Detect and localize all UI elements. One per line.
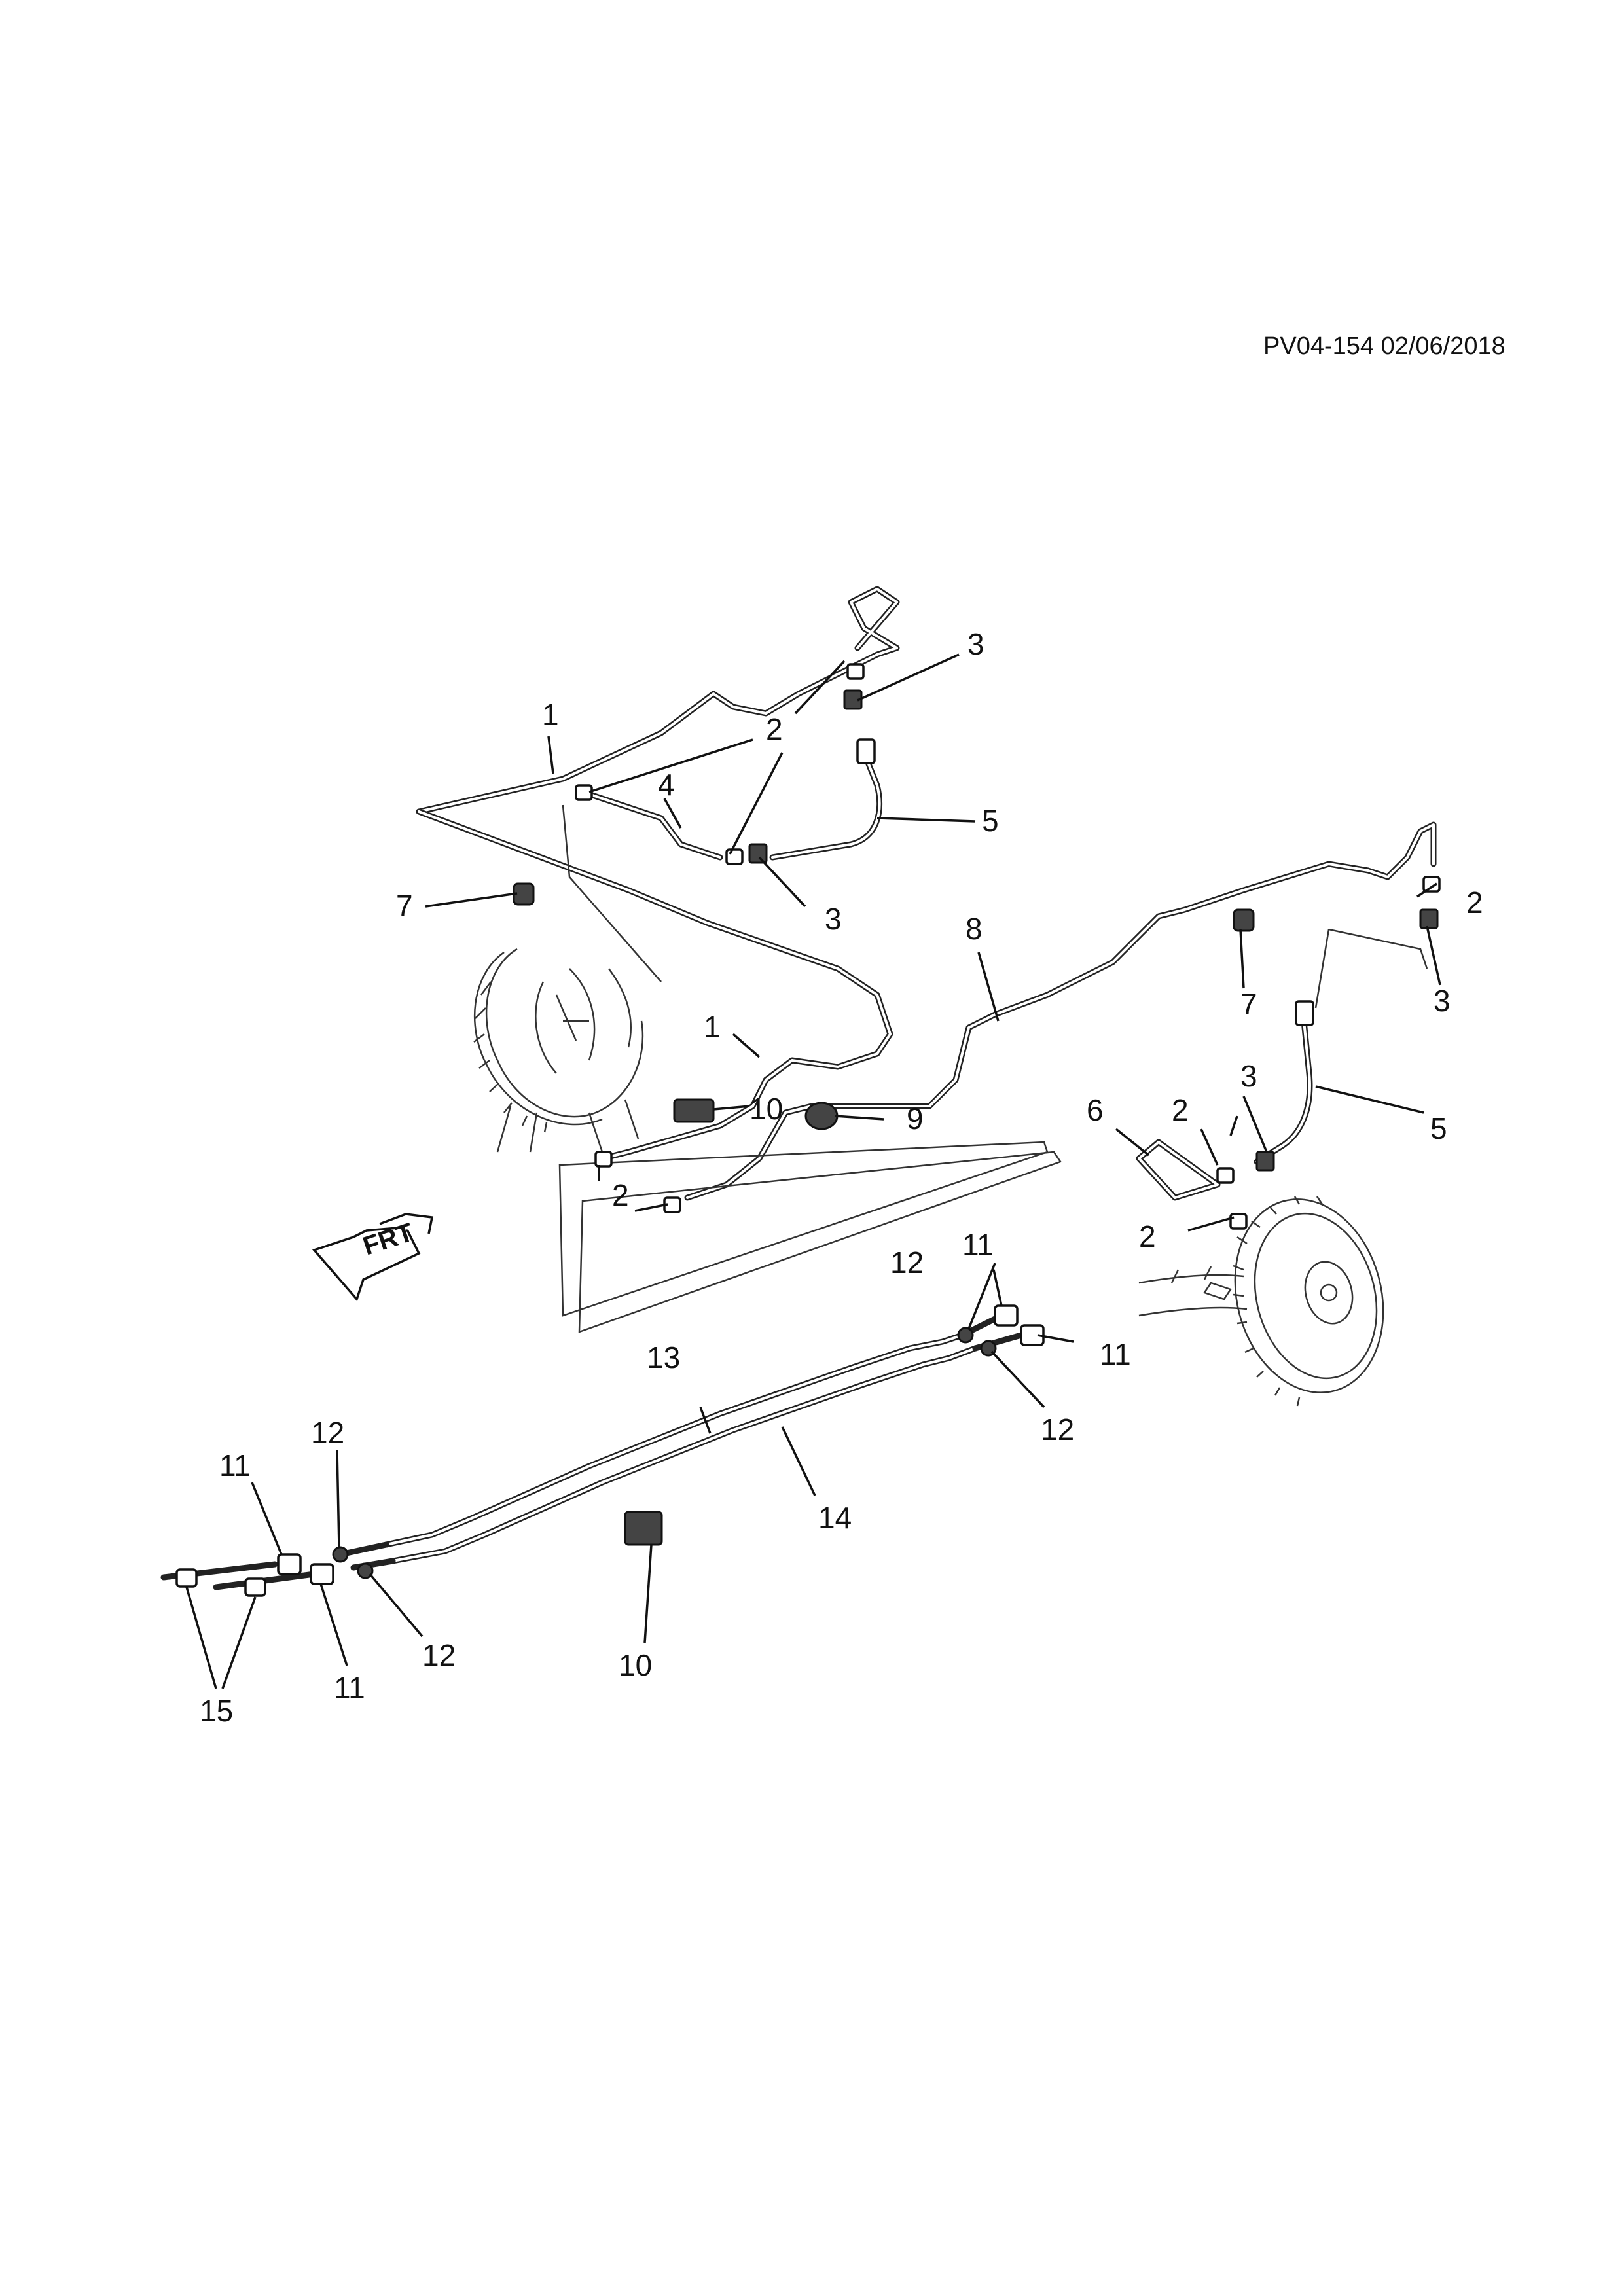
cable-sleeve-11 (310, 1563, 334, 1585)
tube-nut-2 (575, 784, 593, 801)
brake-hose-5-left (769, 749, 883, 861)
callout-10: 10 (619, 1648, 652, 1682)
callout-2: 2 (766, 712, 783, 746)
callout-2: 2 (1466, 886, 1483, 920)
callout-12: 12 (422, 1638, 456, 1672)
callout-1: 1 (542, 698, 559, 732)
callout-13: 13 (647, 1340, 680, 1374)
parking-brake-cables (160, 1312, 1024, 1590)
callout-15: 15 (200, 1694, 233, 1728)
right-brake-drum (1138, 1196, 1384, 1407)
pipe-clip-7 (1233, 908, 1255, 932)
callout-11: 11 (962, 1228, 994, 1262)
cable-sleeve-11 (277, 1553, 302, 1575)
callout-1: 1 (704, 1010, 721, 1044)
cable-retainer-10 (673, 1098, 715, 1123)
tube-nut-2 (1422, 876, 1441, 893)
tube-nut-2 (1229, 1213, 1248, 1230)
cable-sleeve-11 (994, 1304, 1019, 1327)
tube-nut-2 (594, 1151, 613, 1168)
brake-pipe-1-upper (416, 586, 900, 1162)
callout-6: 6 (1087, 1093, 1104, 1127)
cable-end-15 (244, 1577, 266, 1597)
cable-end-15 (175, 1568, 198, 1588)
brake-hose-5-right (1254, 1005, 1313, 1165)
callout-3: 3 (967, 627, 984, 661)
retainer-clip-3 (748, 843, 768, 864)
callout-3: 3 (1240, 1059, 1257, 1093)
callout-3: 3 (825, 902, 842, 936)
callout-8: 8 (965, 912, 983, 946)
tube-nut-2 (725, 848, 744, 865)
callout-2: 2 (612, 1178, 629, 1212)
tube-nut-2 (846, 663, 865, 680)
callout-11: 11 (334, 1671, 365, 1705)
detail-frames (558, 804, 1428, 1333)
leader-lines (185, 653, 1441, 1689)
grommet-12 (357, 1562, 374, 1579)
retainer-clip-3 (1419, 908, 1439, 929)
callout-10: 10 (749, 1092, 783, 1126)
brake-pipe-8 (684, 821, 1437, 1201)
left-brake-backing-plate (473, 948, 644, 1153)
diagram-reference-id: PV04-154 02/06/2018 (1263, 332, 1506, 360)
callout-12: 12 (890, 1246, 924, 1280)
callout-11: 11 (219, 1448, 251, 1482)
callout-14: 14 (818, 1501, 852, 1535)
grommet-12 (332, 1546, 349, 1563)
callout-numbers: 1 2 3 4 5 3 7 8 2 7 3 1 9 10 3 6 2 5 2 2… (200, 627, 1483, 1728)
callout-9: 9 (907, 1102, 924, 1136)
callout-7: 7 (1240, 987, 1257, 1021)
callout-3: 3 (1434, 984, 1451, 1018)
junction-block-9 (804, 1102, 839, 1130)
callout-11: 11 (1100, 1337, 1131, 1371)
cable-retainer-10 (624, 1511, 663, 1546)
bracket-6 (1136, 1139, 1221, 1201)
callout-12: 12 (1041, 1412, 1074, 1446)
brake-pipe-4 (579, 789, 723, 861)
callout-7: 7 (396, 889, 413, 923)
callout-4: 4 (658, 768, 675, 802)
grommet-12 (957, 1327, 974, 1344)
callout-5: 5 (1430, 1111, 1447, 1145)
callout-5: 5 (982, 804, 999, 838)
tube-nut-2 (1216, 1167, 1235, 1184)
retainer-clip-3 (1255, 1151, 1275, 1172)
front-direction-arrow-icon: FRT (312, 1213, 434, 1302)
callout-2: 2 (1139, 1219, 1156, 1253)
fittings (175, 663, 1441, 1597)
callout-2: 2 (1172, 1093, 1189, 1127)
callout-12: 12 (311, 1416, 344, 1450)
